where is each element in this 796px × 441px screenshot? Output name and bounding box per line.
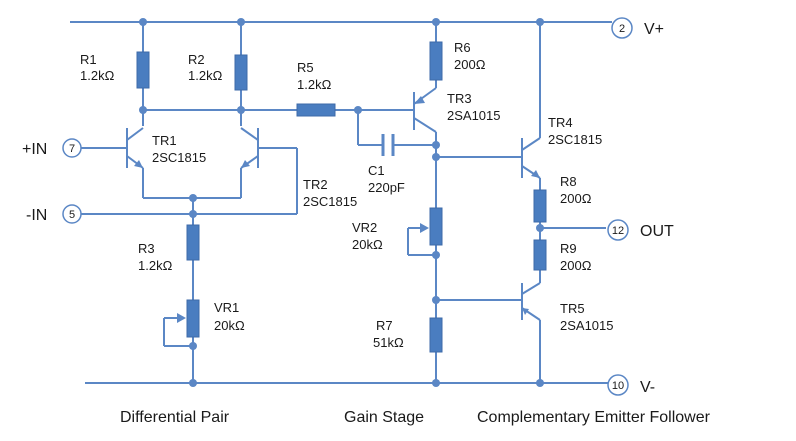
vr2-value: 20kΩ <box>352 237 383 252</box>
transistor-arrows <box>134 96 540 315</box>
tr4-name: TR4 <box>548 115 573 130</box>
terminal-out: 12 OUT <box>607 219 674 241</box>
r7-name: R7 <box>376 318 393 333</box>
tr5-name: TR5 <box>560 301 585 316</box>
potentiometer-vr1 <box>186 299 200 338</box>
resistor-r1 <box>136 51 150 89</box>
section-caption-differential-pair: Differential Pair <box>120 409 230 426</box>
r3-name: R3 <box>138 241 155 256</box>
junction-dots <box>139 18 544 387</box>
tr5-part: 2SA1015 <box>560 318 614 333</box>
terminal-label: -IN <box>26 207 47 224</box>
terminal-vplus: 2 V+ <box>611 17 664 39</box>
terminal-label: V+ <box>644 21 664 38</box>
r1-value: 1.2kΩ <box>80 68 115 83</box>
tr2-name: TR2 <box>303 177 328 192</box>
terminal-vminus: 10 V- <box>607 374 655 396</box>
resistors <box>136 41 547 353</box>
vr1-name: VR1 <box>214 300 239 315</box>
tr1-name: TR1 <box>152 133 177 148</box>
r5-value: 1.2kΩ <box>297 77 332 92</box>
tr3-name: TR3 <box>447 91 472 106</box>
r8-value: 200Ω <box>560 191 592 206</box>
r8-name: R8 <box>560 174 577 189</box>
tr2-part: 2SC1815 <box>303 194 357 209</box>
wires <box>70 21 612 384</box>
terminal-label: V- <box>640 379 655 396</box>
tr4-emitter-arrow <box>531 170 540 178</box>
tr1-part: 2SC1815 <box>152 150 206 165</box>
tr4-part: 2SC1815 <box>548 132 602 147</box>
r3-value: 1.2kΩ <box>138 258 173 273</box>
resistor-r8 <box>533 189 547 223</box>
r7-value: 51kΩ <box>373 335 404 350</box>
r6-name: R6 <box>454 40 471 55</box>
section-caption-gain-stage: Gain Stage <box>344 409 424 426</box>
resistor-r6 <box>429 41 443 81</box>
terminal-pin-number: 5 <box>69 209 75 221</box>
component-labels: R1 1.2kΩ R2 1.2kΩ R5 1.2kΩ R6 200Ω TR3 2… <box>80 40 614 350</box>
terminal-pin-number: 7 <box>69 143 75 155</box>
resistor-r9 <box>533 239 547 271</box>
resistor-r3 <box>186 224 200 261</box>
resistor-r7 <box>429 317 443 353</box>
vr1-value: 20kΩ <box>214 318 245 333</box>
c1-value: 220pF <box>368 180 405 195</box>
tr3-emitter-arrow <box>414 96 425 104</box>
c1-name: C1 <box>368 163 385 178</box>
r2-value: 1.2kΩ <box>188 68 223 83</box>
r9-name: R9 <box>560 241 577 256</box>
vr2-wiper-arrow <box>420 223 429 233</box>
tr1-emitter-arrow <box>134 160 143 168</box>
terminal-pin-number: 2 <box>619 23 625 35</box>
terminal-label: OUT <box>640 223 674 240</box>
potentiometer-vr2 <box>429 207 443 246</box>
vr2-name: VR2 <box>352 220 377 235</box>
terminal-pin-number: 12 <box>612 225 624 237</box>
capacitor-c1 <box>381 134 395 156</box>
terminal-plus-in: 7 +IN <box>22 138 82 158</box>
terminal-pin-number: 10 <box>612 380 624 392</box>
r9-value: 200Ω <box>560 258 592 273</box>
terminal-minus-in: 5 -IN <box>26 204 82 224</box>
r2-name: R2 <box>188 52 205 67</box>
terminal-label: +IN <box>22 141 47 158</box>
resistor-r2 <box>234 54 248 91</box>
section-captions: Differential Pair Gain Stage Complementa… <box>120 409 711 426</box>
resistor-r5 <box>296 103 336 117</box>
tr2-emitter-arrow <box>241 160 250 168</box>
r6-value: 200Ω <box>454 57 486 72</box>
r1-name: R1 <box>80 52 97 67</box>
section-caption-emitter-follower: Complementary Emitter Follower <box>477 409 711 426</box>
tr3-part: 2SA1015 <box>447 108 501 123</box>
vr1-wiper-arrow <box>177 313 186 323</box>
r5-name: R5 <box>297 60 314 75</box>
tr5-emitter-arrow <box>522 308 529 315</box>
